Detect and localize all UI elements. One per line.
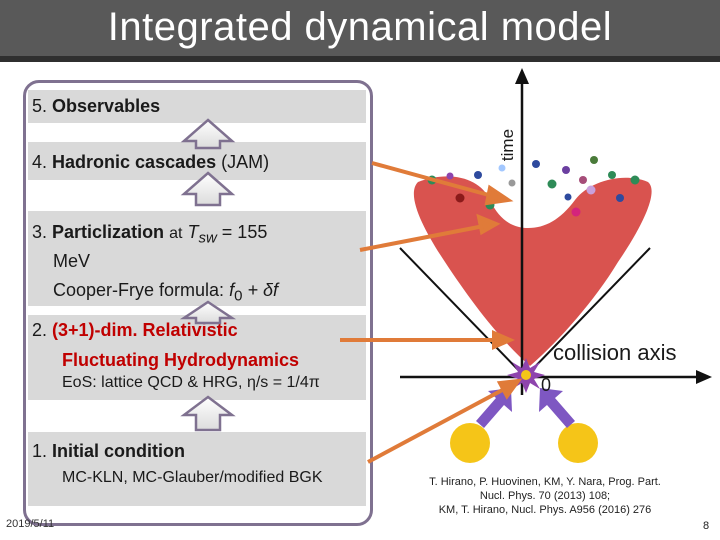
step2-num: 2.	[32, 320, 48, 340]
step4-num: 4.	[32, 152, 48, 172]
step5-num: 5.	[32, 96, 48, 116]
collision-axis-arrowhead	[696, 370, 712, 384]
page-number: 8	[703, 520, 710, 532]
up-arrow-3-to-4	[180, 171, 236, 207]
step3-formula: Cooper-Frye formula: f0 + δf	[53, 280, 278, 305]
step1-models: MC-KLN, MC-Glauber/modified BGK	[62, 469, 323, 486]
step2-label2: Fluctuating Hydrodynamics	[62, 350, 299, 371]
hadron-dot	[474, 171, 482, 179]
up-arrow-1-to-2	[180, 395, 236, 432]
time-axis-arrowhead	[515, 68, 529, 84]
step5-label: Observables	[52, 96, 161, 116]
step1-label: Initial condition	[52, 441, 186, 461]
connector-particlization	[359, 224, 485, 252]
hadron-dot	[532, 160, 540, 168]
hadron-dot	[508, 179, 516, 187]
up-arrow-4-to-5	[180, 118, 236, 150]
light-cone-right	[524, 247, 651, 378]
step3-tsw-sub: sw	[198, 229, 217, 247]
references: T. Hirano, P. Huovinen, KM, Y. Nara, Pro…	[390, 475, 700, 517]
step2-label: (3+1)-dim. Relativistic	[52, 320, 238, 340]
hadron-dot	[579, 176, 587, 184]
step3-formula-f: f	[229, 280, 235, 300]
step1-num: 1.	[32, 441, 48, 461]
connector-hadronic	[371, 161, 497, 199]
hadron-dot	[446, 172, 454, 180]
step3-formula-prefix: Cooper-Frye formula:	[53, 280, 225, 300]
step3-text: 3. Particlization at Tsw = 155	[32, 222, 267, 247]
slide-title: Integrated dynamical model	[107, 5, 613, 49]
step4-extra: (JAM)	[221, 152, 270, 172]
nucleus-right	[558, 423, 598, 463]
step2-label2-text: Fluctuating Hydrodynamics	[62, 350, 300, 370]
hadron-dot	[630, 175, 640, 185]
step3-formula-sub: 0	[234, 287, 243, 305]
nucleus-left	[450, 423, 490, 463]
connector-arrows	[340, 161, 523, 464]
hadron-dot	[608, 171, 616, 179]
step2-band	[28, 315, 366, 400]
hadron-dot	[547, 179, 557, 189]
step5-band	[28, 90, 366, 123]
up-arrow-2-to-3	[179, 300, 237, 325]
step3-label: Particlization	[52, 222, 165, 242]
reference-line-3: KM, T. Hirano, Nucl. Phys. A956 (2016) 2…	[438, 504, 652, 516]
hadron-dot	[562, 166, 570, 174]
hadron-dot	[564, 193, 572, 201]
slide-date: 2019/5/11	[6, 518, 55, 530]
incoming-arrows	[476, 388, 575, 428]
incoming-arrow-right	[539, 388, 575, 428]
step1-text: 1. Initial condition	[32, 441, 185, 462]
step5-text: 5. Observables	[32, 96, 160, 117]
flow-up-arrows	[179, 118, 237, 432]
step3-tsw-value: = 155	[221, 222, 268, 242]
step3-band	[28, 211, 366, 306]
collision-axis-label: collision axis	[553, 340, 677, 365]
connector-initial	[367, 385, 509, 464]
step4-text: 4. Hadronic cascades (JAM)	[32, 152, 269, 173]
hadron-dot	[616, 194, 624, 202]
step3-unit: MeV	[53, 251, 91, 271]
step3-at: at	[169, 225, 183, 242]
step3-tsw-symbol: T	[187, 222, 199, 242]
time-axis-label: time	[498, 128, 518, 162]
hadron-dot	[571, 207, 581, 217]
step3-num: 3.	[32, 222, 48, 242]
step2-text: 2. (3+1)-dim. Relativistic	[32, 320, 238, 341]
step4-label: Hadronic cascades	[52, 152, 217, 172]
incoming-arrow-left	[476, 388, 512, 428]
origin-label: 0	[541, 375, 552, 395]
reference-line-2: Nucl. Phys. 70 (2013) 108;	[479, 490, 611, 502]
step2-eos: EoS: lattice QCD & HRG, η/s = 1/4π	[62, 374, 320, 391]
fluid-region	[413, 176, 652, 366]
step1-band	[28, 432, 366, 506]
hadron-dot	[590, 156, 598, 164]
hadron-dot	[455, 193, 465, 203]
title-bar: Integrated dynamical model	[0, 0, 720, 62]
light-cone-left	[399, 247, 526, 378]
hadron-dot	[586, 185, 596, 195]
hadron-dot	[498, 164, 506, 172]
reference-line-1: T. Hirano, P. Huovinen, KM, Y. Nara, Pro…	[429, 476, 661, 488]
step3-formula-rest: + δf	[247, 280, 278, 300]
